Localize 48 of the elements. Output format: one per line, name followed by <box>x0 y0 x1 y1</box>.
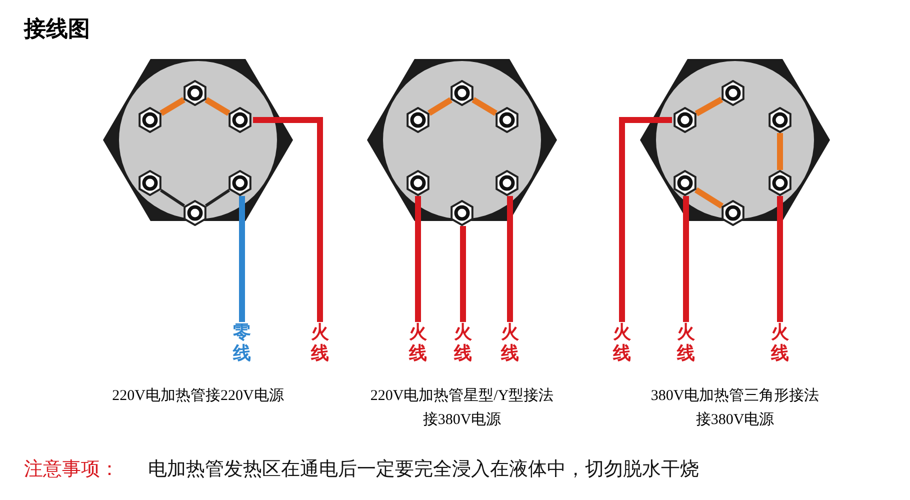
wire-label: 火线 <box>408 322 428 364</box>
terminal-nut <box>405 107 431 133</box>
terminal-nut <box>767 170 793 196</box>
jumper-link <box>160 188 186 208</box>
caption-text: 接380V电源 <box>422 410 502 430</box>
terminal-nut <box>182 80 208 106</box>
terminal-nut <box>720 200 746 226</box>
terminal-nut <box>672 107 698 133</box>
wire-label: 火线 <box>676 322 696 364</box>
terminal-nut <box>137 170 163 196</box>
note-text: 电加热管发热区在通电后一定要完全浸入在液体中，切勿脱水干烧 <box>148 458 699 482</box>
wire <box>253 117 323 322</box>
terminal-nut <box>227 107 253 133</box>
terminal-nut <box>227 170 253 196</box>
caption-text: 220V电加热管星型/Y型接法 <box>369 386 555 406</box>
jumper-link <box>777 133 783 170</box>
wire <box>239 196 245 322</box>
wire <box>619 117 672 322</box>
terminal-nut <box>449 200 475 226</box>
terminal-nut <box>449 80 475 106</box>
jumper-link <box>428 97 452 116</box>
jumper-link <box>472 97 498 116</box>
wire-label: 火线 <box>500 322 520 364</box>
caption-text: 380V电加热管三角形接法 <box>650 386 820 406</box>
terminal-nut <box>767 107 793 133</box>
terminal-nut <box>494 107 520 133</box>
wire-label: 火线 <box>453 322 473 364</box>
terminal-nut <box>137 107 163 133</box>
caption-text: 接380V电源 <box>694 410 776 430</box>
wire-label: 火线 <box>612 322 632 364</box>
wire-label: 零线 <box>232 322 252 364</box>
wire-label: 火线 <box>310 322 330 364</box>
terminal-nut <box>182 200 208 226</box>
title: 接线图 <box>24 15 90 43</box>
note-heading: 注意事项： <box>24 458 119 482</box>
wire <box>683 196 689 322</box>
terminal-nut <box>720 80 746 106</box>
terminal-nut <box>672 170 698 196</box>
wire-label: 火线 <box>770 322 790 364</box>
jumper-link <box>204 97 230 116</box>
wire <box>460 226 466 322</box>
jumper-link <box>204 188 230 208</box>
jumper-link <box>694 96 724 116</box>
terminal-nut <box>405 170 431 196</box>
caption-text: 220V电加热管接220V电源 <box>111 386 285 406</box>
jumper-link <box>694 187 724 209</box>
terminal-nut <box>494 170 520 196</box>
jumper-link <box>160 97 186 116</box>
